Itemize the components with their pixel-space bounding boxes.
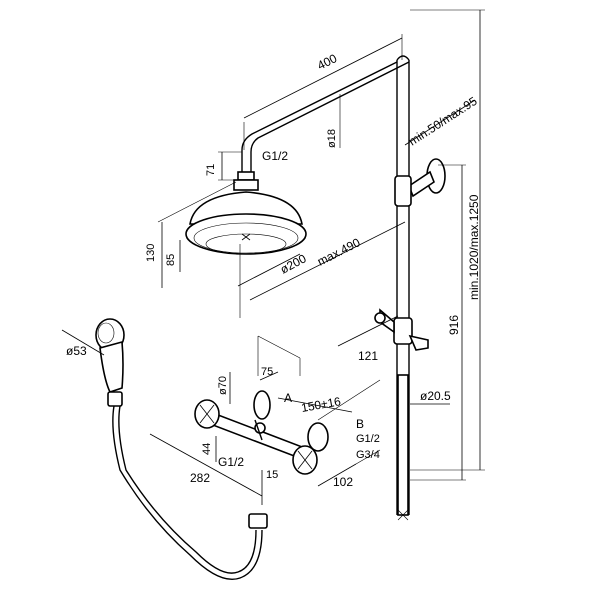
dimension-labels: 400 ø18 71 G1/2 130 85 ø200 max.490 min.… (66, 51, 481, 489)
label-centers: 150±16 (300, 394, 342, 415)
label-head-total-height: 130 (145, 244, 157, 262)
label-arm-diameter: ø18 (326, 129, 338, 148)
hand-shower (95, 318, 268, 580)
label-inlet-thread: G1/2 (218, 455, 244, 469)
slide-holder (374, 308, 429, 351)
label-head-reach: max.490 (315, 235, 363, 269)
upper-wall-bracket (394, 158, 446, 207)
shower-arm (241, 61, 410, 172)
label-head-body-height: 85 (165, 254, 177, 266)
label-outlet-offset: 15 (266, 469, 278, 481)
label-bracket-height: 916 (447, 315, 461, 335)
label-head-height-top: 71 (205, 164, 217, 176)
label-slider-depth: 121 (358, 349, 378, 363)
label-mixer-depth: 102 (333, 475, 353, 489)
label-outlet-thread-1: G1/2 (356, 433, 380, 445)
label-column-height: min.1020/max.1250 (467, 194, 481, 300)
label-point-b: B (356, 417, 364, 431)
dimension-lines (61, 9, 485, 505)
label-head-thread: G1/2 (262, 149, 288, 163)
label-point-a: A (284, 391, 292, 405)
label-mixer-width: 282 (190, 471, 210, 485)
label-handshower-diameter: ø53 (66, 344, 87, 358)
riser-column (396, 55, 410, 521)
label-rosette-diameter: ø70 (217, 376, 229, 395)
head-shower (185, 171, 307, 255)
label-inlet-depth: 75 (261, 366, 273, 378)
label-arm-length: 400 (315, 51, 339, 73)
label-wall-offset: min.50/max.95 (406, 94, 480, 149)
thermostatic-mixer (194, 390, 329, 475)
label-mixer-height: 44 (201, 443, 213, 455)
label-outlet-thread-2: G3/4 (356, 449, 380, 461)
label-pipe-diameter: ø20.5 (420, 389, 451, 403)
